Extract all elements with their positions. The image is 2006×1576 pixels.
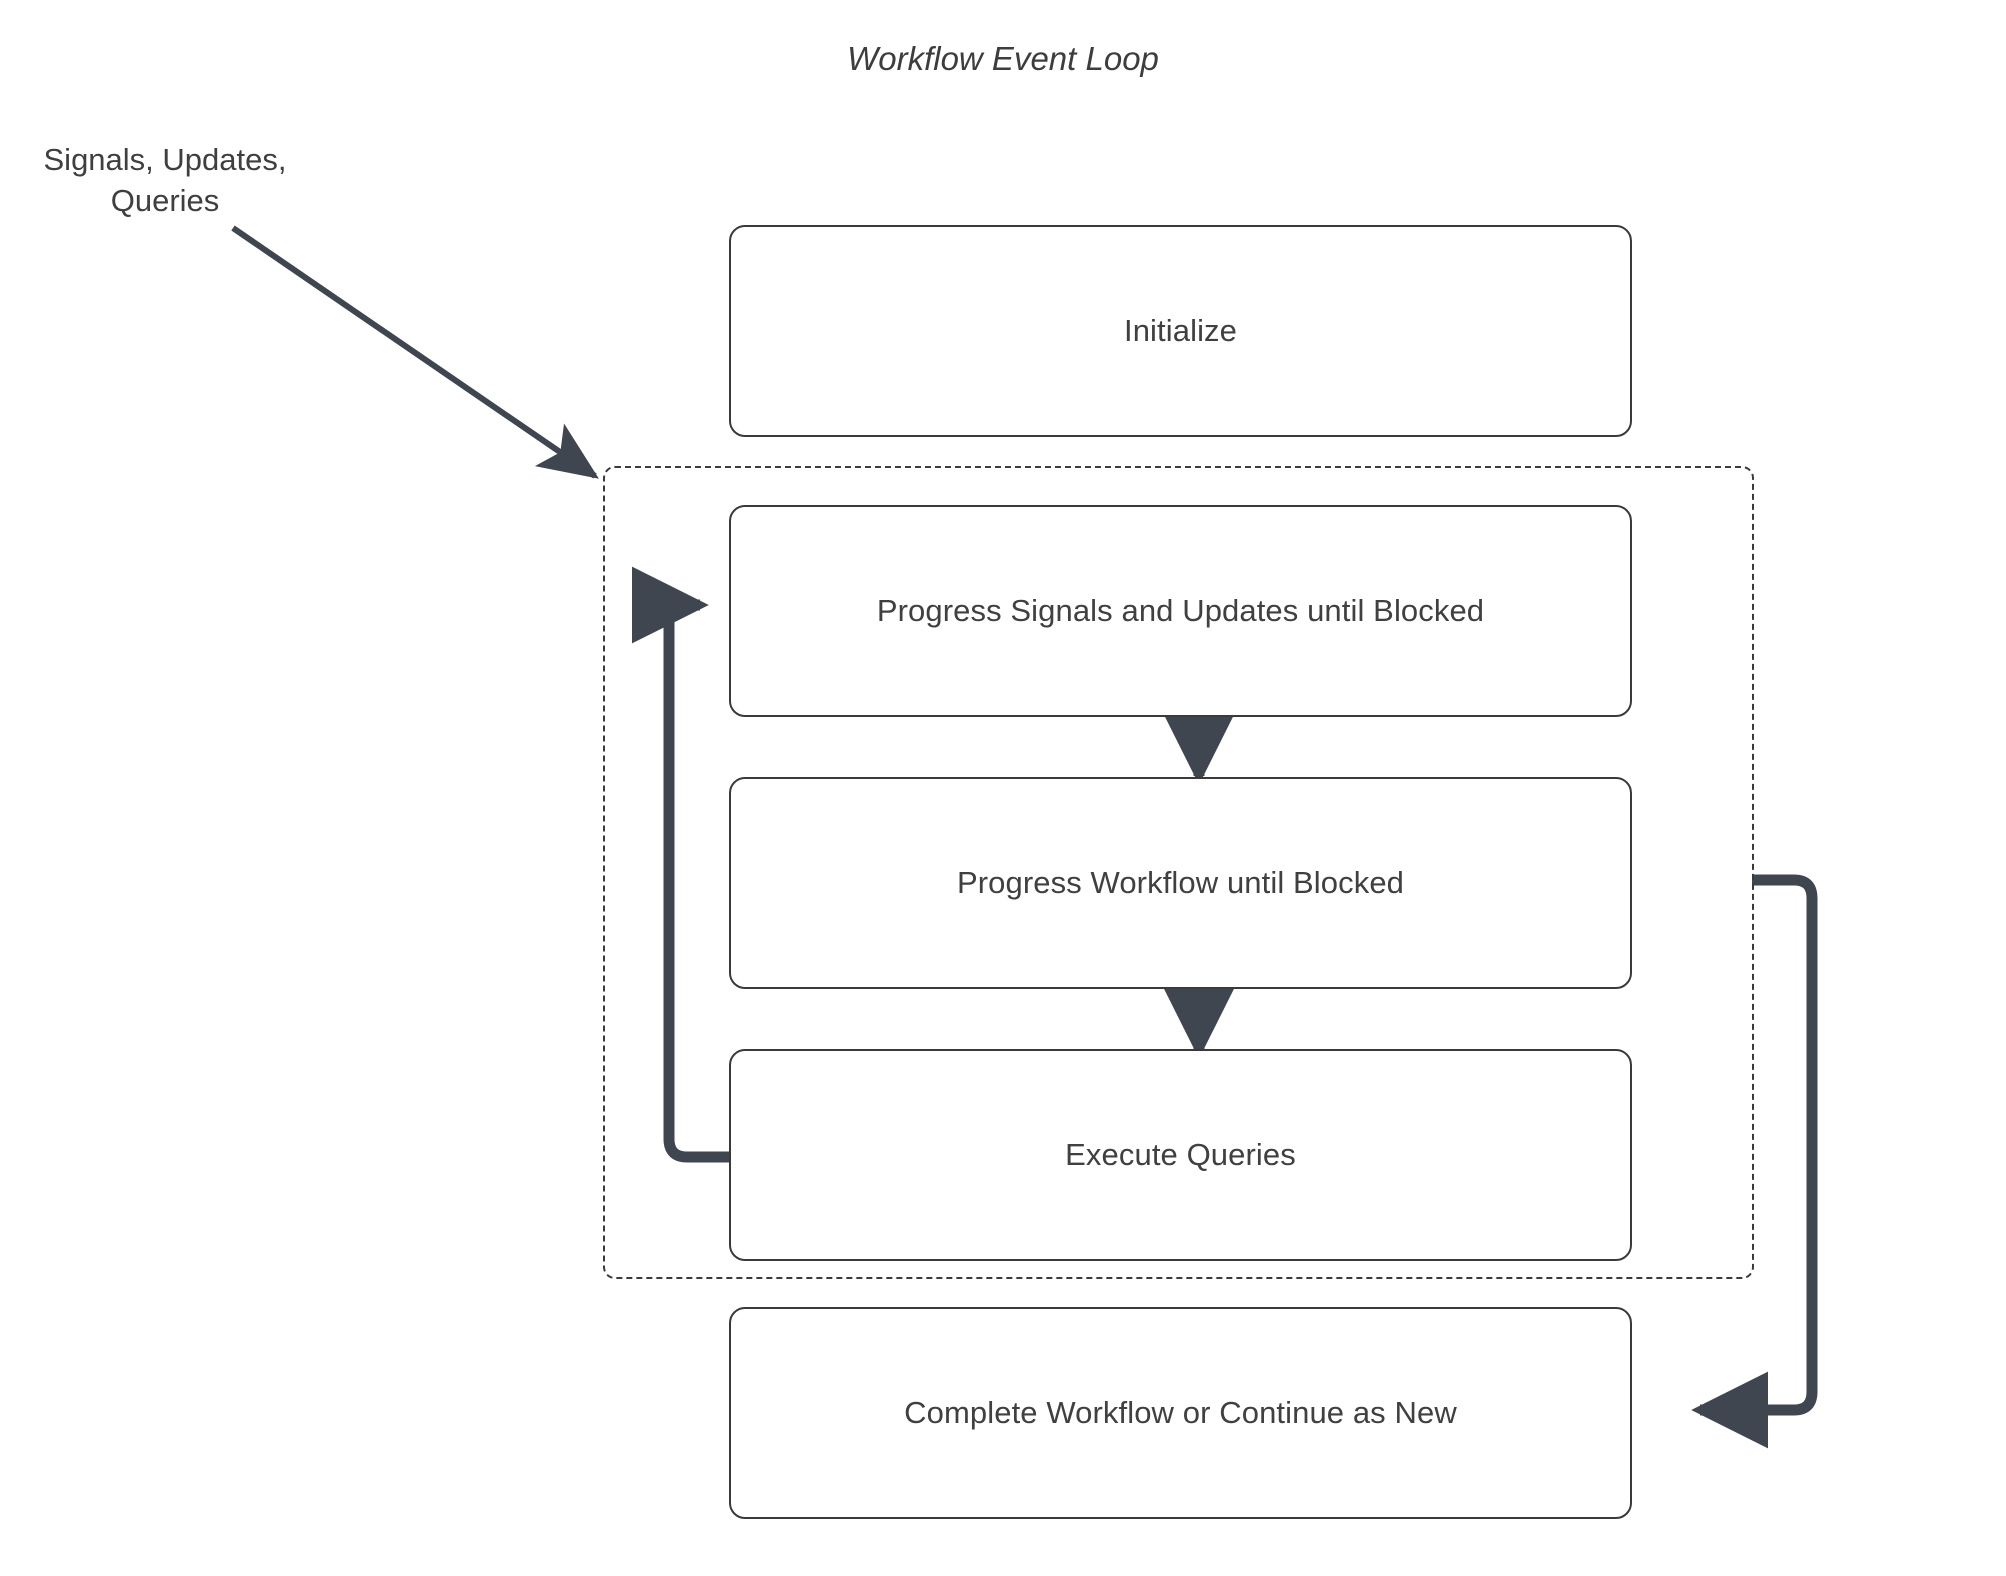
external-input-label-line1: Signals, Updates, — [43, 142, 287, 177]
edge-group-to-complete-workflow — [1691, 874, 1818, 1449]
node-progress-workflow-label: Progress Workflow until Blocked — [956, 865, 1405, 900]
node-progress-signals-label: Progress Signals and Updates until Block… — [876, 593, 1485, 628]
node-complete-workflow-label: Complete Workflow or Continue as New — [904, 1395, 1457, 1430]
external-input-label: Signals, Updates, Queries — [20, 140, 310, 222]
external-input-label-line2: Queries — [110, 182, 220, 218]
node-progress-workflow[interactable]: Progress Workflow until Blocked — [729, 777, 1632, 989]
node-complete-workflow[interactable]: Complete Workflow or Continue as New — [729, 1307, 1632, 1519]
edge-external-input-to-group — [231, 225, 599, 479]
node-execute-queries[interactable]: Execute Queries — [729, 1049, 1632, 1261]
diagram-title: Workflow Event Loop — [847, 40, 1159, 77]
event-loop-group-container — [603, 466, 1754, 1279]
node-execute-queries-label: Execute Queries — [1065, 1137, 1296, 1172]
node-progress-signals[interactable]: Progress Signals and Updates until Block… — [729, 505, 1632, 717]
edge-execute-queries-to-progress-signals — [631, 566, 729, 1163]
node-initialize[interactable]: Initialize — [729, 225, 1632, 437]
node-initialize-label: Initialize — [1124, 313, 1237, 348]
